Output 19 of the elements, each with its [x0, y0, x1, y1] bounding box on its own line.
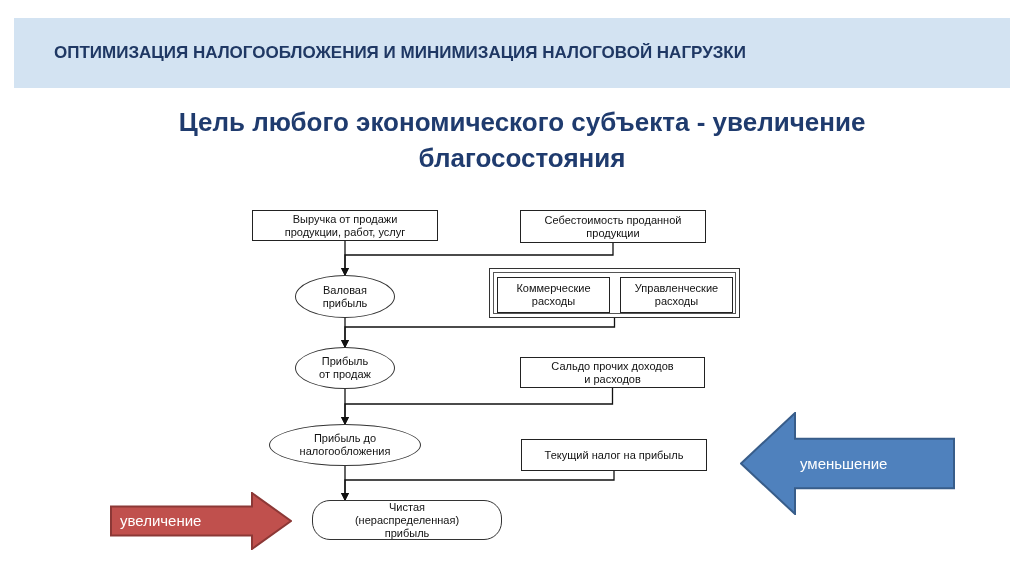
process-box: Управленческие расходы: [620, 277, 733, 313]
connector-arrow: [341, 387, 614, 425]
process-box: Коммерческие расходы: [497, 277, 610, 313]
arrow-label: увеличение: [120, 512, 202, 529]
process-box: Себестоимость проданной продукции: [520, 210, 706, 243]
connector-arrow: [341, 317, 616, 348]
process-box: Выручка от продажи продукции, работ, услуг: [252, 210, 438, 241]
process-box: Текущий налог на прибыль: [521, 439, 707, 471]
connector-arrow: [341, 242, 614, 276]
ellipse-node: Прибыль от продаж: [295, 347, 395, 389]
heading: Цель любого экономического субъекта - увеличение благосостояния: [177, 106, 867, 175]
connector-arrow: [341, 470, 615, 501]
arrow-label: уменьшение: [800, 454, 888, 472]
slide-title: ОПТИМИЗАЦИЯ НАЛОГООБЛОЖЕНИЯ И МИНИМИЗАЦИЯ НАЛОГОВОЙ НАГРУЗКИ: [54, 43, 746, 63]
process-box: Сальдо прочих доходов и расходов: [520, 357, 705, 388]
rounded-node: Чистая (нераспределенная) прибыль: [312, 500, 502, 540]
ellipse-node: Прибыль до налогообложения: [269, 424, 421, 466]
group-box: [489, 268, 740, 318]
ellipse-node: Валовая прибыль: [295, 275, 395, 318]
